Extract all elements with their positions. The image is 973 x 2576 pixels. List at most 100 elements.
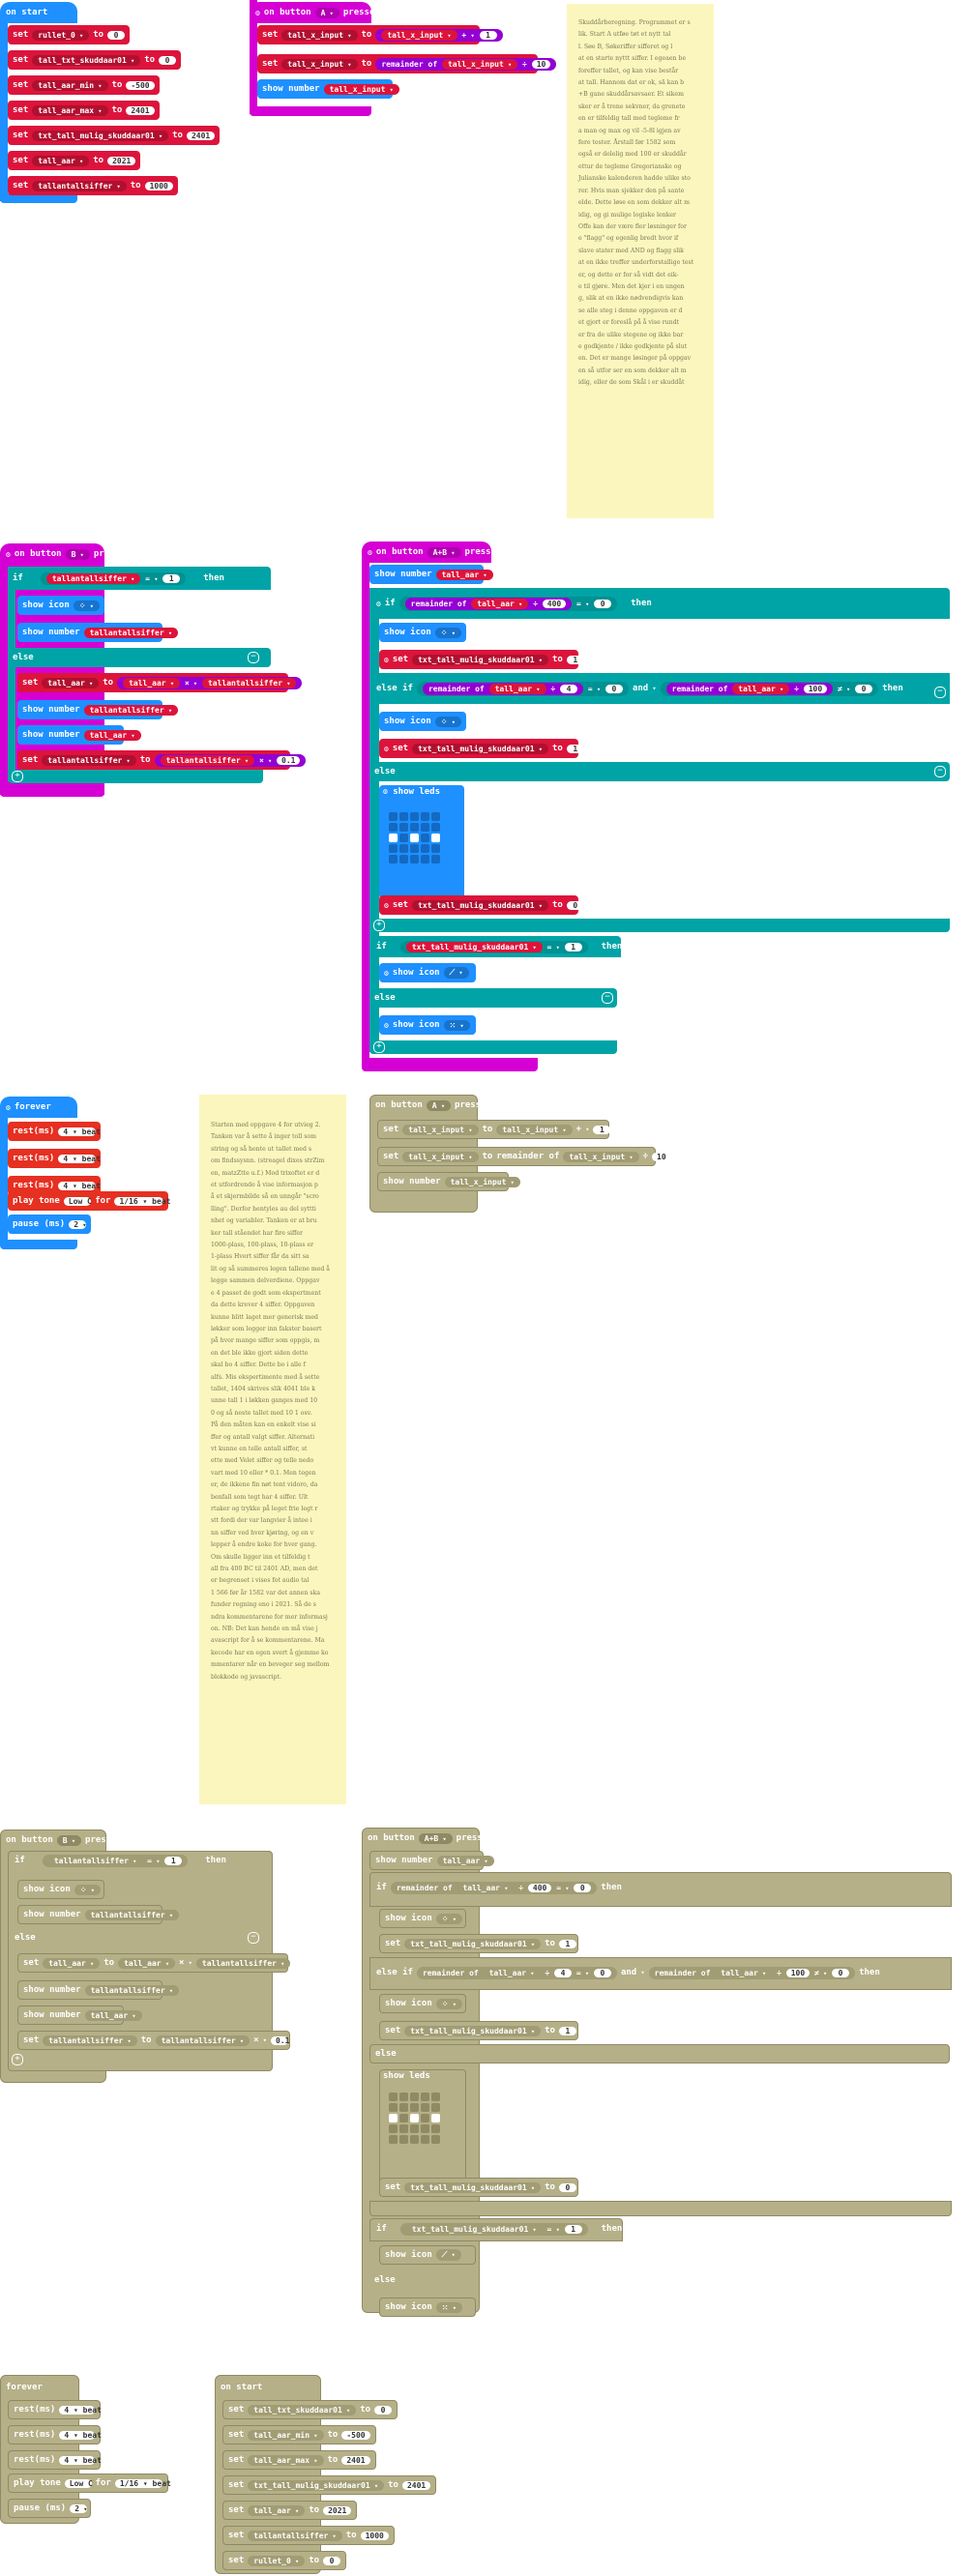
led-cell[interactable] [421,812,429,821]
compare-block[interactable]: txt_tall_mulig_skuddaar01 = 1 [399,2222,588,2236]
show-icon-block[interactable]: show icon ⁘ [17,1880,104,1899]
variable-ref[interactable]: tall_aar [436,1855,494,1866]
variable-dropdown[interactable]: txt_tall_mulig_skuddaar01 [404,1938,542,1949]
rest-block[interactable]: rest(ms) 4 ▾ beat [8,2450,102,2470]
number-input[interactable]: 0 [323,2556,341,2565]
and-dropdown[interactable]: and [621,1968,645,1977]
set-block[interactable]: set tall_x_input to remainder of tall_x_… [377,1147,670,1166]
rest-block[interactable]: rest(ms) 4 ▾ beat [8,2400,102,2419]
variable-dropdown[interactable]: tall_x_input [402,1124,479,1135]
remainder-block[interactable]: remainder of tall_aar ÷ 4 [422,682,584,695]
led-icon-dropdown[interactable]: ⁘ [435,1998,462,2009]
operator-dropdown[interactable]: = [576,600,589,608]
show-number-block[interactable]: show number tall_aar [17,725,141,745]
variable-dropdown[interactable]: tall_aar_min [32,79,108,91]
variable-dropdown[interactable]: txt_tall_mulig_skuddaar01 [404,2025,542,2036]
operator-dropdown[interactable]: × [253,2035,267,2045]
led-cell[interactable] [431,2114,440,2122]
led-cell[interactable] [410,844,419,853]
show-number-block[interactable]: show number tall_x_input [257,79,399,99]
number-input[interactable]: 10 [531,59,551,69]
variable-ref[interactable]: tall_aar [715,1967,773,1978]
beat-dropdown[interactable]: 4 ▾ beat [58,1181,101,1190]
remainder-block[interactable]: remainder of tall_x_input ÷ 10 [375,57,557,71]
led-icon-dropdown[interactable]: ⁘ [434,627,461,638]
number-input[interactable]: 1 [566,655,584,664]
gear-icon[interactable]: ⚙ [384,1020,389,1030]
show-icon-block[interactable]: show icon ⁙ [379,2298,476,2317]
number-input[interactable]: -500 [126,80,155,90]
variable-dropdown[interactable]: tall_aar_min [248,2429,324,2441]
variable-ref[interactable]: tall_aar [435,569,493,580]
set-block[interactable]: set tallantallsiffer to tallantallsiffer… [17,2031,290,2050]
operator-dropdown[interactable]: = [147,1857,160,1865]
set-block[interactable]: set txt_tall_mulig_skuddaar01 to 0 [379,2178,578,2197]
led-cell[interactable] [431,2124,440,2133]
compare-block[interactable]: remainder of tall_aar ÷ 4 = 0 [416,681,629,696]
variable-dropdown[interactable]: tall_aar [42,677,100,688]
button-select[interactable]: A+B [427,546,461,558]
led-cell[interactable] [431,855,440,864]
set-block[interactable]: ⚙ set txt_tall_mulig_skuddaar01 to 1 [379,739,584,758]
gear-icon[interactable]: ⚙ [383,787,388,796]
led-cell[interactable] [431,2135,440,2144]
button-select[interactable]: B [56,1834,82,1846]
led-icon-dropdown[interactable]: ⁘ [434,716,461,727]
show-number-block[interactable]: show number tallantallsiffer [17,1980,180,2000]
variable-dropdown[interactable]: tallantallsiffer [248,2530,342,2541]
led-cell[interactable] [399,2124,408,2133]
led-cell[interactable] [431,812,440,821]
rest-block[interactable]: rest(ms) 4 ▾ beat [8,1149,101,1168]
comment-note[interactable]: Skuddårberegning. Programmet er s lik. S… [567,4,714,518]
number-input[interactable]: 4 [560,684,578,693]
compare-block[interactable]: tallantallsiffer = 1 [42,1854,189,1867]
button-select[interactable]: B [65,548,90,560]
number-input[interactable]: 1 [593,1125,611,1134]
remainder-block[interactable]: remainder of tall_aar ÷ 100 [665,682,834,695]
led-cell[interactable] [389,823,398,832]
beat-dropdown[interactable]: 4 ▾ beat [58,1127,101,1136]
number-input[interactable]: 1 [564,2224,582,2234]
variable-dropdown[interactable]: tallantallsiffer [32,180,127,191]
show-number-block[interactable]: show number tall_aar [369,1851,494,1870]
rest-block[interactable]: rest(ms) 4 ▾ beat [8,2425,102,2444]
number-input[interactable]: 1 [479,30,497,40]
number-input[interactable]: 0 [855,684,873,693]
led-cell[interactable] [399,2114,408,2122]
variable-dropdown[interactable]: tall_x_input [402,1151,479,1162]
led-cell[interactable] [389,2135,398,2144]
show-icon-block[interactable]: show icon ⁘ [379,712,466,731]
show-icon-block[interactable]: show icon ⟋ [379,2245,476,2265]
number-input[interactable]: 4 [554,1968,573,1977]
number-input[interactable]: 0.1 [277,755,301,765]
led-grid[interactable] [389,812,440,864]
variable-ref[interactable]: tall_x_input [323,83,399,95]
led-icon-dropdown[interactable]: ⁘ [73,600,100,611]
button-ab-disabled-hat[interactable]: on button A+B pressed [362,1828,493,1849]
variable-ref[interactable]: tallantallsiffer [83,627,179,638]
play-tone-block[interactable]: play tone Low C for 1/16 ▾ beat [8,1191,170,1211]
led-cell[interactable] [431,2093,440,2101]
led-cell[interactable] [399,823,408,832]
play-tone-block[interactable]: play tone Low C for 1/16 ▾ beat [8,2474,171,2493]
number-input[interactable]: 0 [604,684,623,693]
show-icon-block[interactable]: ⚙ show icon ⁙ [379,1015,476,1035]
show-number-block[interactable]: show number tall_x_input [377,1172,520,1191]
compare-block[interactable]: txt_tall_mulig_skuddaar01 = 1 [399,940,588,953]
led-cell[interactable] [399,2135,408,2144]
pause-dropdown[interactable]: 2 [70,2503,88,2513]
button-select[interactable]: A [426,1099,452,1111]
set-block[interactable]: set tall_x_input to tall_x_input + 1 [257,25,503,44]
rest-block[interactable]: rest(ms) 4 ▾ beat [8,1122,101,1141]
led-icon-dropdown[interactable]: ⟋ [435,2249,461,2261]
led-cell[interactable] [431,823,440,832]
operator-dropdown[interactable]: × [185,679,197,688]
variable-dropdown[interactable]: tall_txt_skuddaar01 [32,54,141,66]
remainder-block[interactable]: remainder of tall_aar ÷ 400 [404,597,573,610]
number-input[interactable]: 0.1 [270,2035,289,2045]
button-b-hat[interactable]: ⚙ on button B pressed [0,543,131,565]
